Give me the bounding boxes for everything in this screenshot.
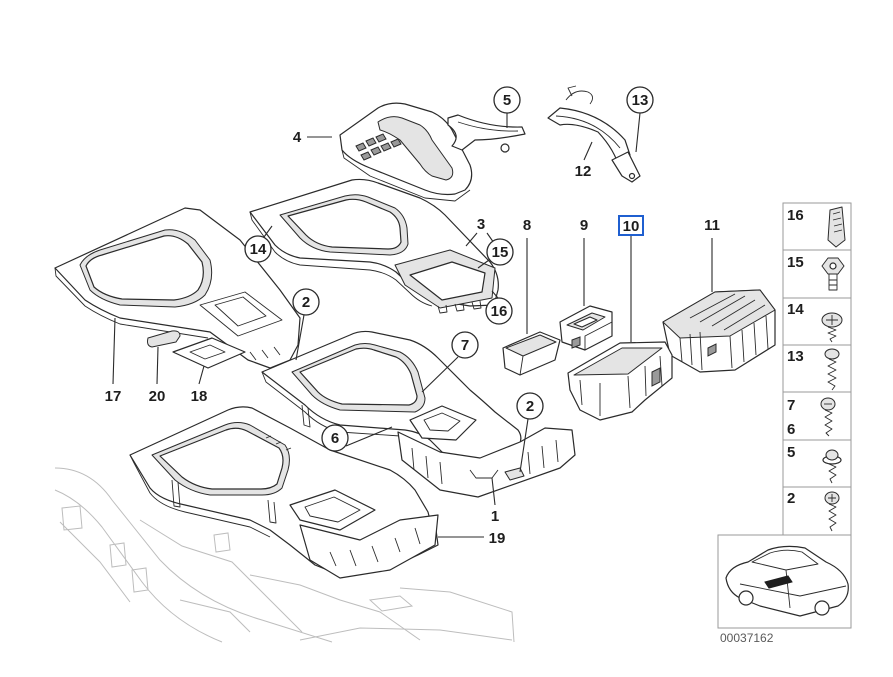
curved-bracket-part [447,114,526,153]
legend-frame [782,202,852,536]
self-tapping-screw-icon [824,348,840,391]
callout-20: 20 [149,388,166,405]
callout-ring [516,392,544,420]
legend-label: 15 [787,254,804,271]
callout-19: 19 [489,530,506,547]
push-nut-icon [821,257,845,291]
callout-13: 13 [632,92,649,109]
leader-lines [112,112,713,538]
bracket-with-wire-part [547,85,641,183]
callout-5: 5 [503,92,511,109]
gear-indicator-grid [355,133,402,161]
reference-number: 00037162 [720,631,774,645]
callout-ring [486,238,514,266]
collar-screw-icon [822,449,842,484]
callout-2-upper: 2 [302,294,310,311]
legend-label: 16 [787,207,804,224]
callout-ring [626,86,654,114]
car-location-icon [725,545,849,617]
callout-14: 14 [250,241,267,258]
legend-label: 2 [787,490,795,507]
interior-background-outline [54,467,515,643]
callout-18: 18 [191,388,208,405]
callout-17: 17 [105,388,122,405]
callout-ring [493,86,521,114]
callout-10-selected: 10 [623,218,640,235]
callout-9: 9 [580,217,588,234]
legend-label: 6 [787,421,795,438]
legend-label: 13 [787,348,804,365]
legend-label: 7 [787,397,795,414]
callout-ring [244,235,272,263]
callout-3: 3 [477,216,485,233]
callout-2-lower: 2 [526,398,534,415]
callout-15: 15 [492,244,509,261]
bottom-console-part [129,406,439,579]
console-trim-part [249,178,499,314]
vehicle-overview-thumbnail: 00037162 [717,534,852,645]
callout-7: 7 [461,337,469,354]
shifter-trim-part [339,102,473,202]
side-trim-panel [54,207,301,369]
callout-1: 1 [491,508,499,525]
callout-11: 11 [704,217,720,234]
oval-head-screw-icon [821,312,843,343]
callout-4: 4 [293,129,302,146]
callout-12: 12 [575,163,592,180]
storage-tray-part-selected [567,341,673,421]
callouts: 4 5 13 12 3 8 9 10 11 14 15 16 2 7 17 20… [105,86,720,547]
screw-icon [824,491,840,532]
cover-plate-part [172,337,246,369]
storage-module-part [662,289,776,373]
small-tray-part [502,331,561,376]
center-console-trim [261,330,522,471]
selected-callout-highlight [618,215,644,236]
legend-label: 14 [787,301,804,318]
clip-icon [827,206,846,248]
callout-16: 16 [491,303,508,320]
legend-label: 5 [787,444,795,461]
machine-screw-icon [820,397,836,437]
fastener-legend: 16 15 14 13 7 6 5 [782,202,852,536]
lower-housing-part [397,427,576,498]
callout-8: 8 [523,217,531,234]
small-cover-part [147,330,181,348]
callout-6: 6 [331,430,339,447]
callout-ring [321,424,349,452]
callout-ring [451,331,479,359]
callout-ring [485,297,513,325]
callout-ring [292,288,320,316]
switch-holder-part [559,305,613,351]
